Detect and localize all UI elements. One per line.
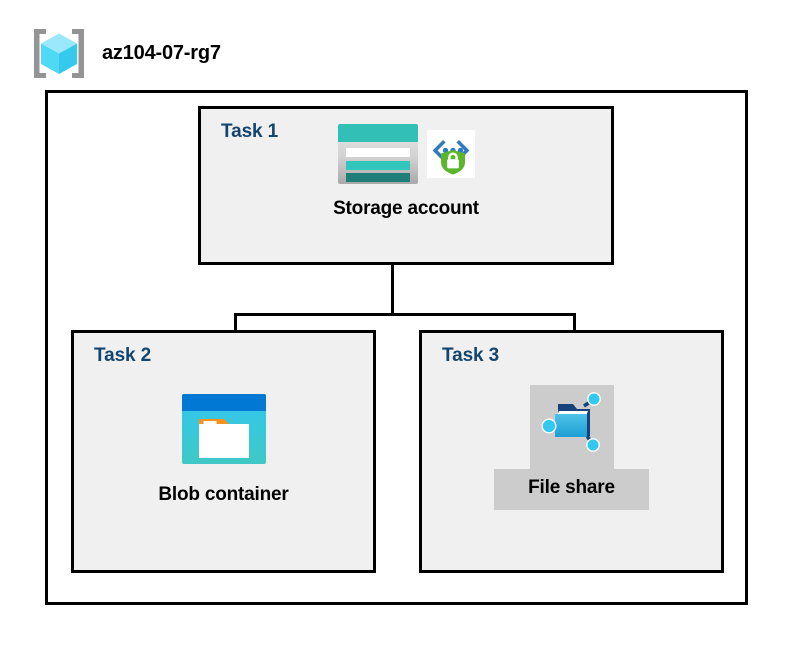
resource-group-header: az104-07-rg7: [30, 26, 221, 81]
file-share-caption: File share: [494, 469, 649, 510]
storage-account-caption: Storage account: [333, 198, 479, 219]
task-box-2[interactable]: Task 2: [71, 330, 376, 573]
task-3-label: Task 3: [442, 345, 500, 366]
blob-container-caption: Blob container: [158, 484, 289, 505]
secure-endpoint-shield-icon: [427, 130, 475, 178]
storage-account-icon-row: [337, 118, 475, 190]
resource-group-name: az104-07-rg7: [102, 42, 221, 64]
connector-storage-trunk: [391, 265, 394, 316]
node-blob-container[interactable]: Blob container: [71, 392, 376, 506]
resource-group-cube-icon: [34, 29, 84, 78]
storage-account-icon: [338, 124, 418, 184]
file-share-icon: [540, 392, 601, 452]
node-storage-account[interactable]: Storage account: [198, 118, 614, 220]
task-1-label: Task 1: [221, 121, 279, 142]
connector-horizontal-bus: [234, 313, 576, 316]
blob-container-icon: [181, 394, 266, 464]
node-file-share[interactable]: File share: [419, 385, 724, 510]
file-share-icon-highlight: [529, 385, 614, 469]
task-2-label: Task 2: [94, 345, 152, 366]
